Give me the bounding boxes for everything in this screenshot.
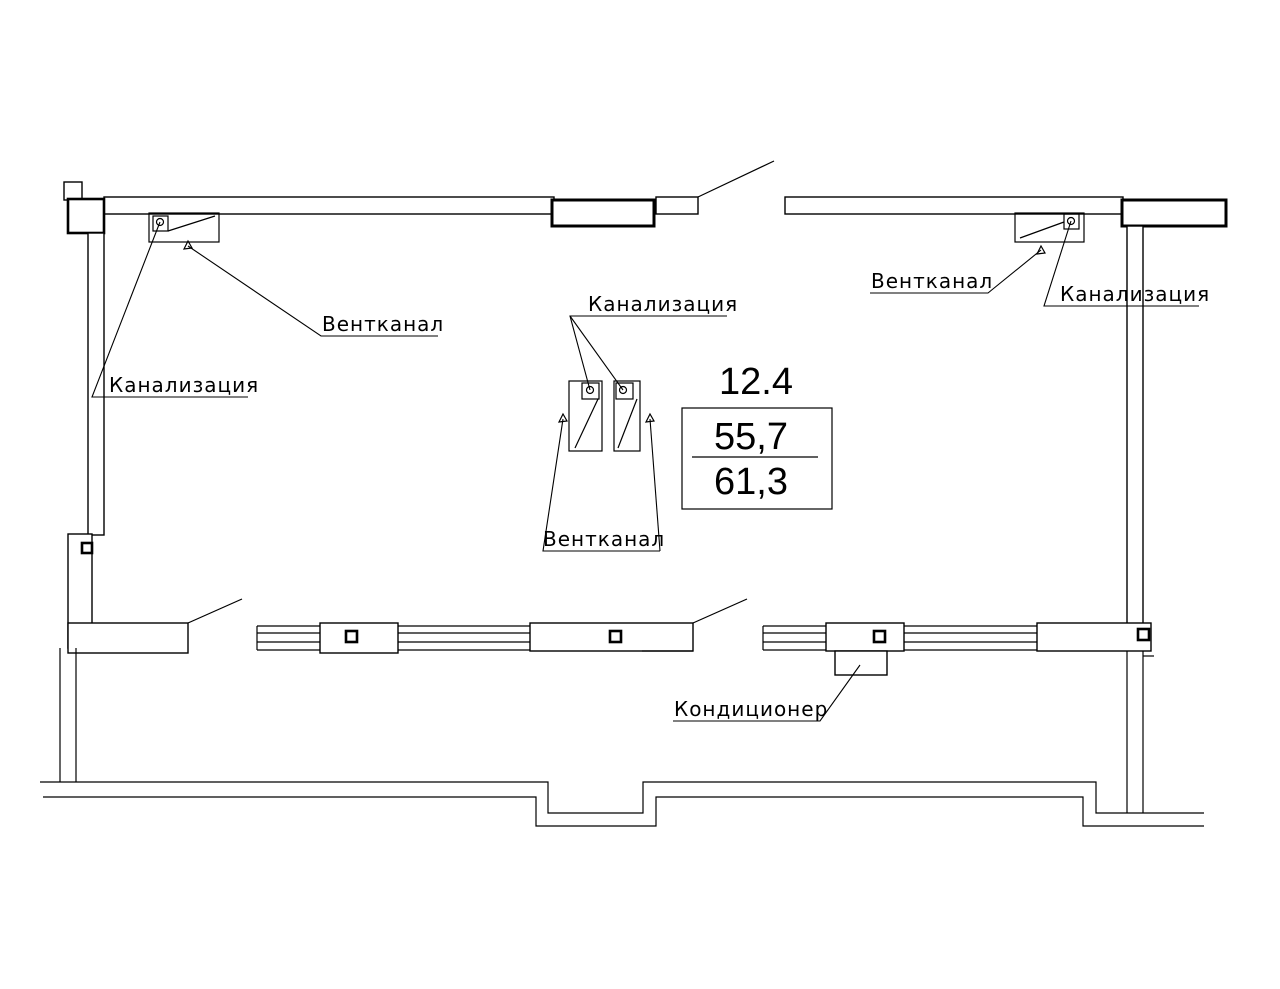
terrace-outline xyxy=(40,648,1204,827)
column-marker xyxy=(608,629,623,644)
area-living: 55,7 xyxy=(714,416,788,458)
air-conditioner-unit xyxy=(834,650,888,676)
leader-lines xyxy=(91,220,1199,722)
room-number: 12.4 xyxy=(719,361,793,403)
kanalizaciya-label-center: Канализация xyxy=(588,292,738,316)
column-marker xyxy=(344,629,359,644)
labels: Вентканал Канализация Канализация Вентка… xyxy=(109,269,1210,721)
sewer-pipe-icon xyxy=(618,385,628,395)
door-swing-top xyxy=(697,160,775,198)
kanalizaciya-label-right: Канализация xyxy=(1060,282,1210,306)
column-marker xyxy=(1136,627,1151,642)
ventkanal-label-top-left: Вентканал xyxy=(322,312,444,336)
top-wall xyxy=(103,160,1228,228)
area-box xyxy=(681,407,833,510)
area-total: 61,3 xyxy=(714,461,788,503)
shaft-center-right xyxy=(613,380,641,452)
sewer-pipe-icon xyxy=(1066,216,1076,226)
shaft-top-left xyxy=(148,212,220,243)
konditsioner-label: Кондиционер xyxy=(674,697,828,721)
column-marker xyxy=(872,629,887,644)
kanalizaciya-label-left: Канализация xyxy=(109,373,259,397)
left-wall xyxy=(67,232,105,649)
ventkanal-label-right: Вентканал xyxy=(871,269,993,293)
corner-column-top-left xyxy=(63,181,106,235)
ventkanal-label-center: Вентканал xyxy=(543,527,665,551)
column-marker xyxy=(80,541,94,555)
room-designation: 12.4 55,7 61,3 xyxy=(681,361,833,510)
bottom-wall xyxy=(67,598,1154,676)
shaft-center-left xyxy=(568,380,603,452)
shaft-top-right xyxy=(1014,212,1085,243)
right-wall xyxy=(1126,225,1144,813)
door-swing-bottom-left xyxy=(187,598,243,624)
sewer-pipe-icon xyxy=(155,217,165,227)
door-swing-bottom-center xyxy=(692,598,748,624)
sewer-pipe-icon xyxy=(585,385,595,395)
